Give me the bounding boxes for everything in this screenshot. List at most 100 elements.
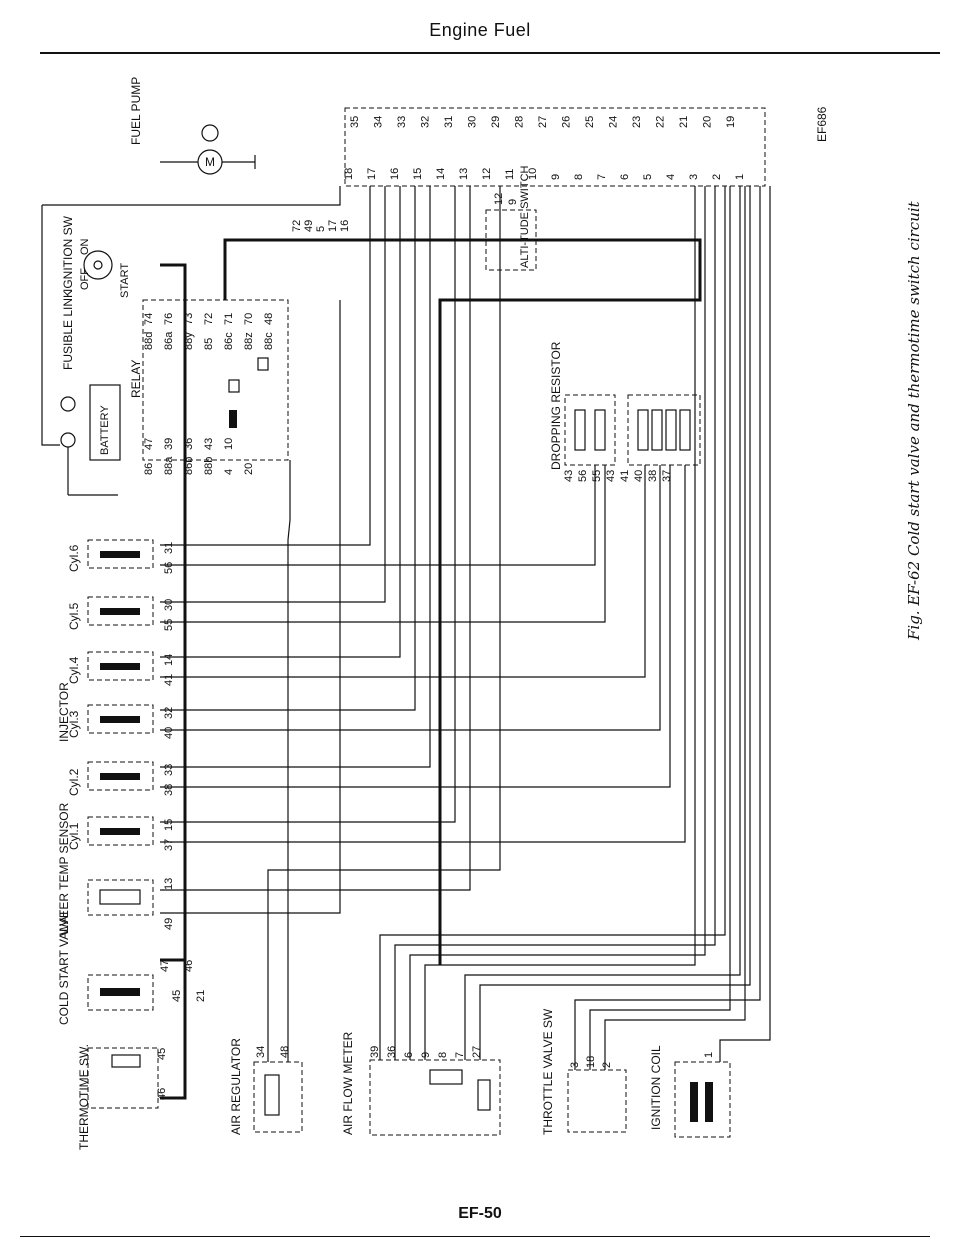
throttle-valve-label: THROTTLE VALVE SW bbox=[541, 1008, 555, 1135]
relay-pin-88d: 88d bbox=[143, 332, 155, 350]
injectors: INJECTOR Cyl.6 Cyl.5 Cyl.4 Cyl.3 Cyl.2 bbox=[57, 539, 154, 850]
dropping-resistor-pin-43: 43 bbox=[563, 470, 575, 482]
water-temp-pin-49: 49 bbox=[163, 918, 175, 930]
relay-pin-70: 70 bbox=[243, 313, 255, 325]
relay-label: RELAY bbox=[129, 360, 143, 398]
air-regulator: AIR REGULATOR bbox=[229, 1038, 303, 1135]
injector-pin-15: 15 bbox=[163, 819, 175, 831]
connector-pin-10: 10 bbox=[527, 168, 539, 180]
cold-start-pin-45: 45 bbox=[171, 990, 183, 1002]
connector-pin-1: 1 bbox=[734, 174, 746, 180]
header-rule bbox=[40, 52, 940, 54]
air-flow-pin-7: 7 bbox=[454, 1052, 466, 1058]
page-header: Engine Fuel bbox=[429, 20, 531, 40]
dropping-resistor-pin-38: 38 bbox=[647, 470, 659, 482]
injector-cyl6: Cyl.6 bbox=[67, 539, 154, 572]
relay-pin-73: 73 bbox=[183, 313, 195, 325]
misc-pin-72: 72 bbox=[291, 220, 303, 232]
injector-pin-30: 30 bbox=[163, 599, 175, 611]
switch-on-label: ON bbox=[79, 238, 91, 255]
connector-pin-7: 7 bbox=[596, 174, 608, 180]
injector-pin-56: 56 bbox=[163, 562, 175, 574]
cyl5-label: Cyl.5 bbox=[67, 602, 81, 630]
misc-pin-16: 16 bbox=[339, 220, 351, 232]
dropping-resistor-pin-55: 55 bbox=[591, 470, 603, 482]
bold-feed-wire bbox=[160, 263, 187, 1100]
dropping-resistor-label: DROPPING RESISTOR bbox=[549, 341, 563, 470]
injector-label: INJECTOR bbox=[57, 682, 71, 742]
footer-rule bbox=[20, 1236, 930, 1237]
injector-cyl1: Cyl.1 bbox=[67, 816, 154, 850]
dropping-resistor-pin-56: 56 bbox=[577, 470, 589, 482]
injector-cyl3: Cyl.3 bbox=[67, 704, 154, 738]
water-temp-pin-13: 13 bbox=[163, 878, 175, 890]
connector-pin-28: 28 bbox=[514, 116, 526, 128]
connector-pin-14: 14 bbox=[435, 168, 447, 180]
air-flow-pin-39: 39 bbox=[369, 1046, 381, 1058]
relay-pin-88z: 88z bbox=[243, 332, 255, 350]
air-flow-pin-8: 8 bbox=[437, 1052, 449, 1058]
air-flow-pin-36: 36 bbox=[386, 1046, 398, 1058]
connector-pin-15: 15 bbox=[412, 168, 424, 180]
air-regulator-label: AIR REGULATOR bbox=[229, 1038, 243, 1135]
altitude-pin-12: 12 bbox=[493, 193, 505, 205]
relay-pin-88a: 88a bbox=[163, 456, 175, 475]
switch-off-label: OFF bbox=[79, 268, 91, 290]
relay-pin-85: 85 bbox=[203, 338, 215, 350]
air-flow-pin-9: 9 bbox=[420, 1052, 432, 1058]
battery-block: FUSIBLE LINK BATTERY bbox=[60, 290, 121, 496]
connector-pin-33: 33 bbox=[396, 116, 408, 128]
throttle-valve-switch: THROTTLE VALVE SW bbox=[541, 1008, 627, 1135]
relay-pin-72: 72 bbox=[203, 313, 215, 325]
dropping-resistor-pin-41: 41 bbox=[619, 470, 631, 482]
cold-start-pin-46: 46 bbox=[183, 960, 195, 972]
injector-cyl4: Cyl.4 bbox=[67, 651, 154, 684]
air-regulator-pin-48: 48 bbox=[279, 1046, 291, 1058]
connector-pin-11: 11 bbox=[504, 169, 516, 180]
thermotime-switch: THERMOTIME SW. bbox=[77, 1044, 159, 1150]
connector-pin-4: 4 bbox=[665, 174, 677, 180]
connector-pin-6: 6 bbox=[619, 174, 631, 180]
connector-pin-5: 5 bbox=[642, 174, 654, 180]
cyl1-label: Cyl.1 bbox=[67, 822, 81, 850]
cyl4-label: Cyl.4 bbox=[67, 656, 81, 684]
connector-pin-13: 13 bbox=[458, 168, 470, 180]
thermotime-pin-46: 46 bbox=[156, 1088, 168, 1100]
misc-pin-17: 17 bbox=[327, 220, 339, 232]
injector-cyl2: Cyl.2 bbox=[67, 761, 154, 796]
svg-text:M: M bbox=[205, 155, 215, 169]
injector-pin-40: 40 bbox=[163, 727, 175, 739]
connector-pin-9: 9 bbox=[550, 174, 562, 180]
connector-pin-8: 8 bbox=[573, 174, 585, 180]
air-flow-pin-27: 27 bbox=[471, 1046, 483, 1058]
connector-pin-32: 32 bbox=[420, 116, 432, 128]
connector-pin-35: 35 bbox=[349, 116, 361, 128]
relay-pin-86: 86 bbox=[143, 463, 155, 475]
relay-pin-43: 43 bbox=[203, 438, 215, 450]
thermotime-pin-45: 45 bbox=[156, 1048, 168, 1060]
cold-start-pin-47: 47 bbox=[159, 960, 171, 972]
injector-pin-37: 37 bbox=[163, 839, 175, 851]
dropping-resistor-pin-40: 40 bbox=[633, 470, 645, 482]
relay-pin-4: 4 bbox=[223, 469, 235, 475]
dropping-resistor: DROPPING RESISTOR bbox=[549, 341, 701, 470]
throttle-pin-3: 3 bbox=[569, 1062, 581, 1068]
connector-pin-21: 21 bbox=[678, 116, 690, 128]
altitude-pin-9: 9 bbox=[507, 199, 519, 205]
ignition-switch-label: IGNITION SW bbox=[61, 215, 75, 292]
connector-pin-18: 18 bbox=[343, 168, 355, 180]
thermotime-label: THERMOTIME SW. bbox=[77, 1044, 91, 1150]
cyl6-label: Cyl.6 bbox=[67, 544, 81, 572]
connector-pin-19: 19 bbox=[725, 116, 737, 128]
connector-pin-25: 25 bbox=[584, 116, 596, 128]
cyl2-label: Cyl.2 bbox=[67, 768, 81, 796]
injector-pin-38: 38 bbox=[163, 784, 175, 796]
relay-pin-88y: 88y bbox=[183, 332, 195, 350]
injector-pin-14: 14 bbox=[163, 654, 175, 666]
throttle-pin-2: 2 bbox=[601, 1062, 613, 1068]
dropping-resistor-pin-43: 43 bbox=[605, 470, 617, 482]
ignition-coil: IGNITION COIL bbox=[649, 1045, 731, 1138]
ignition-coil-label: IGNITION COIL bbox=[649, 1045, 663, 1130]
connector-pin-12: 12 bbox=[481, 168, 493, 180]
connector-pin-24: 24 bbox=[608, 116, 620, 128]
